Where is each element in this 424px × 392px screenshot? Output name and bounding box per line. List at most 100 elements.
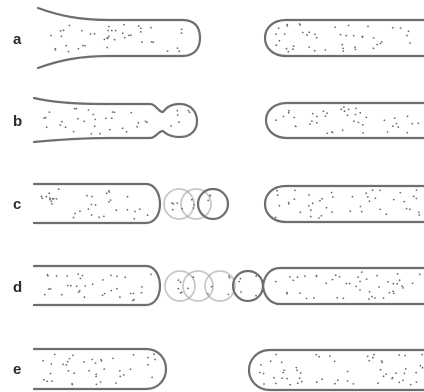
stipple-dot — [70, 285, 72, 287]
stipple-dot — [108, 190, 110, 192]
stipple-dot — [99, 133, 101, 135]
stipple-dot — [387, 281, 389, 283]
stipple-dot — [84, 296, 86, 298]
stipple-dot — [296, 369, 298, 371]
stipple-dot — [46, 196, 48, 198]
stipple-dot — [407, 115, 409, 117]
stipple-dot — [255, 295, 257, 297]
stipple-dot — [52, 198, 54, 200]
stipple-dot — [178, 50, 180, 52]
stipple-dot — [65, 364, 67, 366]
stipple-dot — [287, 51, 289, 53]
stipple-dot — [91, 196, 93, 198]
stipple-dot — [73, 372, 75, 374]
stipple-dot — [283, 369, 285, 371]
stipple-dot — [310, 209, 312, 211]
left-cell — [34, 184, 160, 223]
stipple-dot — [68, 370, 70, 372]
stipple-dot — [293, 45, 295, 47]
stipple-dot — [395, 372, 397, 374]
stipple-dot — [347, 380, 349, 382]
stipple-dot — [308, 31, 310, 33]
row-d — [34, 266, 424, 305]
stipple-dot — [116, 288, 118, 290]
stipple-dot — [405, 368, 407, 370]
stipple-dot — [321, 215, 323, 217]
row-b — [34, 98, 424, 142]
stipple-dot — [123, 24, 125, 26]
stipple-dot — [111, 117, 113, 119]
stipple-dot — [302, 32, 304, 34]
stipple-dot — [316, 354, 318, 356]
stipple-dot — [122, 32, 124, 34]
stipple-dot — [79, 290, 81, 292]
stipple-dot — [122, 127, 124, 129]
stipple-dot — [325, 282, 327, 284]
stipple-dot — [44, 294, 46, 296]
stipple-dot — [211, 286, 213, 288]
stipple-dot — [355, 49, 357, 51]
stipple-dot — [108, 35, 110, 37]
stipple-dot — [88, 370, 90, 372]
stipple-dot — [133, 299, 135, 301]
stipple-dot — [228, 275, 230, 277]
stipple-dot — [281, 361, 283, 363]
stipple-dot — [49, 199, 51, 201]
stipple-dot — [403, 201, 405, 203]
stipple-dot — [299, 377, 301, 379]
stipple-dot — [108, 201, 110, 203]
stipple-dot — [275, 44, 277, 46]
stipple-dot — [422, 367, 424, 369]
stipple-dot — [279, 40, 281, 42]
stipple-dot — [73, 217, 75, 219]
stipple-dot — [153, 353, 155, 355]
stipple-dot — [336, 297, 338, 299]
stipple-dot — [292, 279, 294, 281]
stipple-dot — [86, 195, 88, 197]
stipple-dot — [332, 196, 334, 198]
stipple-dot — [74, 108, 76, 110]
stipple-dot — [334, 383, 336, 385]
stipple-dot — [353, 383, 355, 385]
stipple-dot — [181, 28, 183, 30]
stipple-dot — [394, 117, 396, 119]
stipple-dot — [72, 355, 74, 357]
stipple-dot — [372, 357, 374, 359]
stipple-dot — [404, 373, 406, 375]
stipple-dot — [263, 373, 265, 375]
stipple-dot — [150, 274, 152, 276]
stipple-dot — [263, 383, 265, 385]
stipple-dot — [297, 276, 299, 278]
stipple-dot — [318, 356, 320, 358]
stipple-dot — [79, 210, 81, 212]
stipple-dot — [95, 204, 97, 206]
stipple-dot — [398, 354, 400, 356]
stipple-dot — [314, 50, 316, 52]
stipple-dot — [154, 359, 156, 361]
stipple-dot — [114, 39, 116, 41]
stipple-dot — [392, 27, 394, 29]
stipple-dot — [376, 275, 378, 277]
stipple-dot — [88, 109, 90, 111]
left-cell-budding — [34, 98, 197, 142]
stipple-dot — [409, 42, 411, 44]
stipple-dot — [365, 192, 367, 194]
vesicle-ghost-1 — [164, 189, 194, 219]
stipple-dot — [41, 196, 43, 198]
stipple-dot — [406, 132, 408, 134]
stipple-dot — [325, 115, 327, 117]
stipple-dot — [58, 188, 60, 190]
stipple-dot — [56, 275, 58, 277]
stipple-dot — [193, 204, 195, 206]
stipple-dot — [331, 211, 333, 213]
vesicle-ghost-3 — [205, 271, 235, 301]
stipple-dot — [77, 273, 79, 275]
stipple-dot — [172, 209, 174, 211]
stipple-dot — [367, 26, 369, 28]
stipple-dot — [416, 198, 418, 200]
stipple-dot — [299, 23, 301, 25]
stipple-dot — [380, 43, 382, 45]
stipple-dot — [233, 289, 235, 291]
stipple-dot — [51, 203, 53, 205]
stipple-dot — [318, 217, 320, 219]
